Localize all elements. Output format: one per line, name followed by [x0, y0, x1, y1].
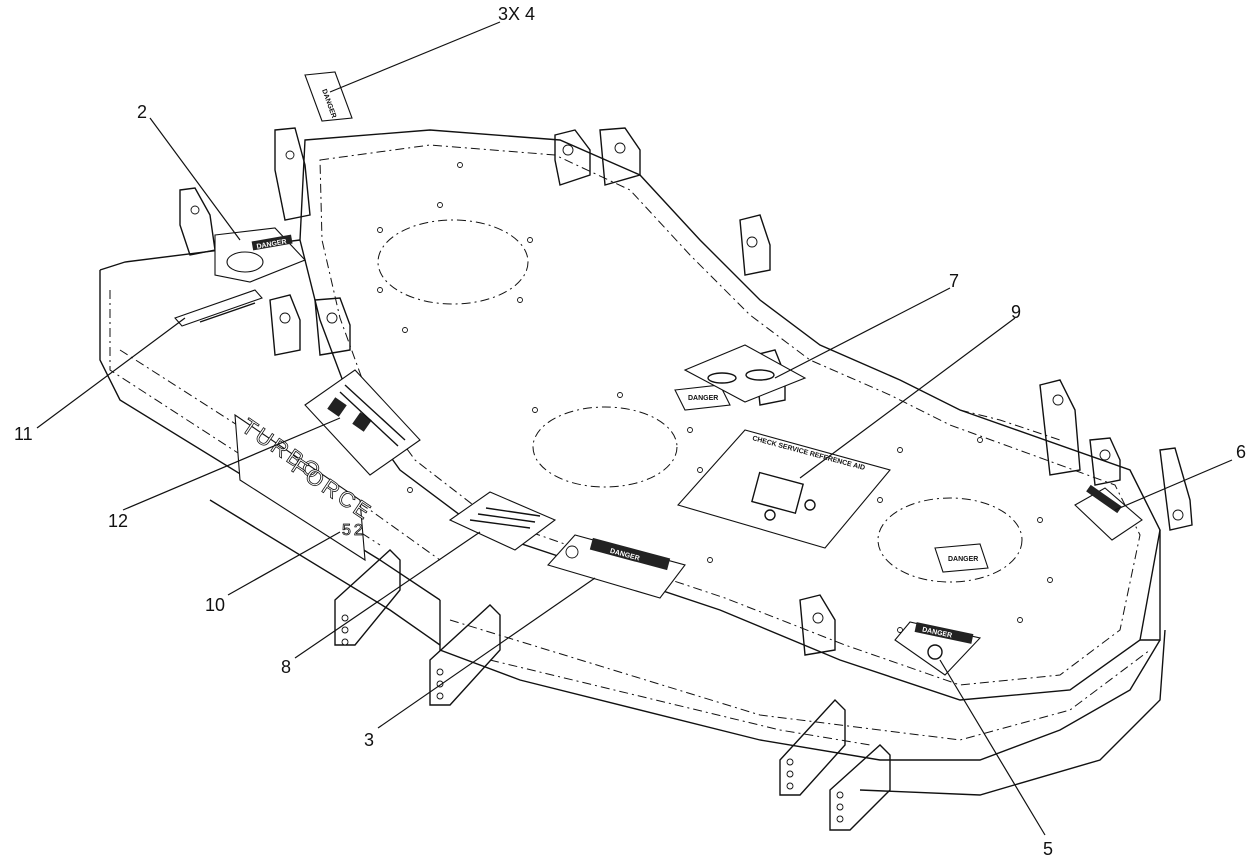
leader-4 — [329, 21, 501, 93]
callout-label-6: 6 — [1236, 442, 1246, 462]
leader-10 — [227, 531, 341, 596]
leader-9 — [799, 317, 1016, 479]
callout-label-12: 12 — [108, 511, 128, 531]
leader-8 — [294, 531, 481, 659]
decal-danger-small-right-text: DANGER — [948, 556, 978, 563]
callout-label-3: 3 — [364, 730, 374, 750]
decal-danger-front: DANGER — [894, 621, 982, 676]
decal-danger-small-mid-text: DANGER — [688, 395, 718, 402]
callout-label-10: 10 — [205, 595, 225, 615]
decal-danger-small-mid: DANGER — [674, 384, 731, 411]
brand-model: 52 — [342, 522, 366, 539]
decal-height-strip — [174, 289, 263, 327]
decal-danger-small-right: DANGER — [934, 543, 989, 573]
callout-label-2: 2 — [137, 102, 147, 122]
front-arms — [334, 549, 891, 831]
leader-6 — [1114, 459, 1233, 511]
leader-5 — [939, 659, 1046, 836]
callout-label-9: 9 — [1011, 302, 1021, 322]
decal-info-panel — [304, 369, 421, 476]
decal-service-reference: CHECK SERVICE REFERENCE AID — [677, 429, 891, 549]
decal-instruction — [448, 491, 557, 551]
callout-label-5: 5 — [1043, 839, 1053, 859]
decal-belt-routing — [683, 344, 807, 403]
leader-2 — [149, 117, 241, 241]
decal-danger-small-top: DANGER — [304, 71, 353, 122]
decal-danger-large: DANGER — [547, 534, 686, 599]
leader-lines — [36, 21, 1233, 836]
blade-openings — [377, 219, 1023, 583]
decal-belt-cover: DANGER — [214, 227, 306, 283]
callout-label-7: 7 — [949, 271, 959, 291]
bolt-holes — [377, 162, 1053, 633]
leader-7 — [774, 287, 951, 379]
callout-label-11: 11 — [14, 424, 33, 444]
decal-warning-right — [1074, 484, 1143, 541]
leader-11 — [36, 317, 186, 429]
callout-labels: 3X 4 2 7 9 6 11 12 10 8 3 5 — [14, 4, 1246, 859]
callout-label-8: 8 — [281, 657, 291, 677]
callout-label-4: 3X 4 — [498, 4, 535, 24]
leader-3 — [377, 577, 596, 729]
leader-12 — [122, 417, 341, 511]
